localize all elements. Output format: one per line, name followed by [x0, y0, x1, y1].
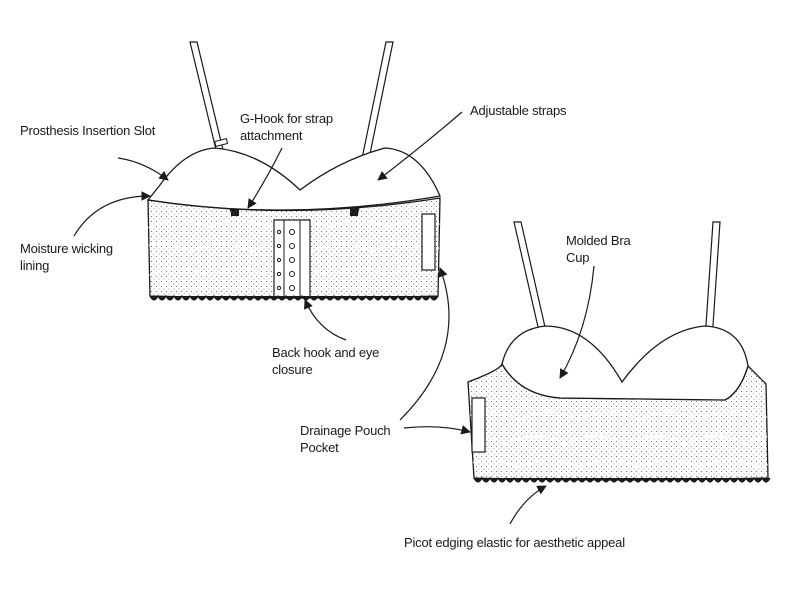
front-right-strap [704, 221, 721, 341]
arrow-g-hook [247, 147, 283, 209]
front-drainage-pocket [471, 397, 486, 453]
front-picot-edge [473, 476, 771, 483]
arrow-adjustable-straps [377, 111, 463, 181]
label-g-hook: G-Hook for strap attachment [240, 111, 333, 143]
label-prosthesis-slot: Prosthesis Insertion Slot [20, 123, 156, 138]
front-view-bra [467, 221, 771, 483]
label-picot-edging: Picot edging elastic for aesthetic appea… [404, 535, 625, 550]
back-band [147, 197, 441, 301]
front-left-strap [513, 221, 549, 341]
label-back-closure: Back hook and eye closure [272, 345, 380, 377]
callout-arrows [73, 111, 595, 525]
arrow-prosthesis-slot [117, 157, 169, 181]
label-molded-cup: Molded Bra Cup [566, 233, 631, 265]
arrow-molded-cup [559, 265, 595, 379]
front-molded-cups [501, 325, 749, 401]
back-drainage-pocket [421, 213, 436, 271]
hook-eye-closure [273, 219, 311, 299]
arrow-back-closure [304, 299, 347, 341]
label-moisture-lining: Moisture wicking lining [20, 241, 113, 273]
back-inner-lining [146, 147, 441, 211]
arrow-drainage-to-front [403, 425, 471, 435]
label-drainage-pocket: Drainage Pouch Pocket [300, 423, 391, 455]
arrow-picot-edging [509, 485, 547, 525]
back-picot-edge [149, 294, 439, 301]
label-adjustable-straps: Adjustable straps [470, 103, 567, 118]
back-view-bra [146, 41, 441, 301]
arrow-drainage-to-back [399, 267, 450, 421]
arrow-moisture-lining [73, 191, 151, 237]
